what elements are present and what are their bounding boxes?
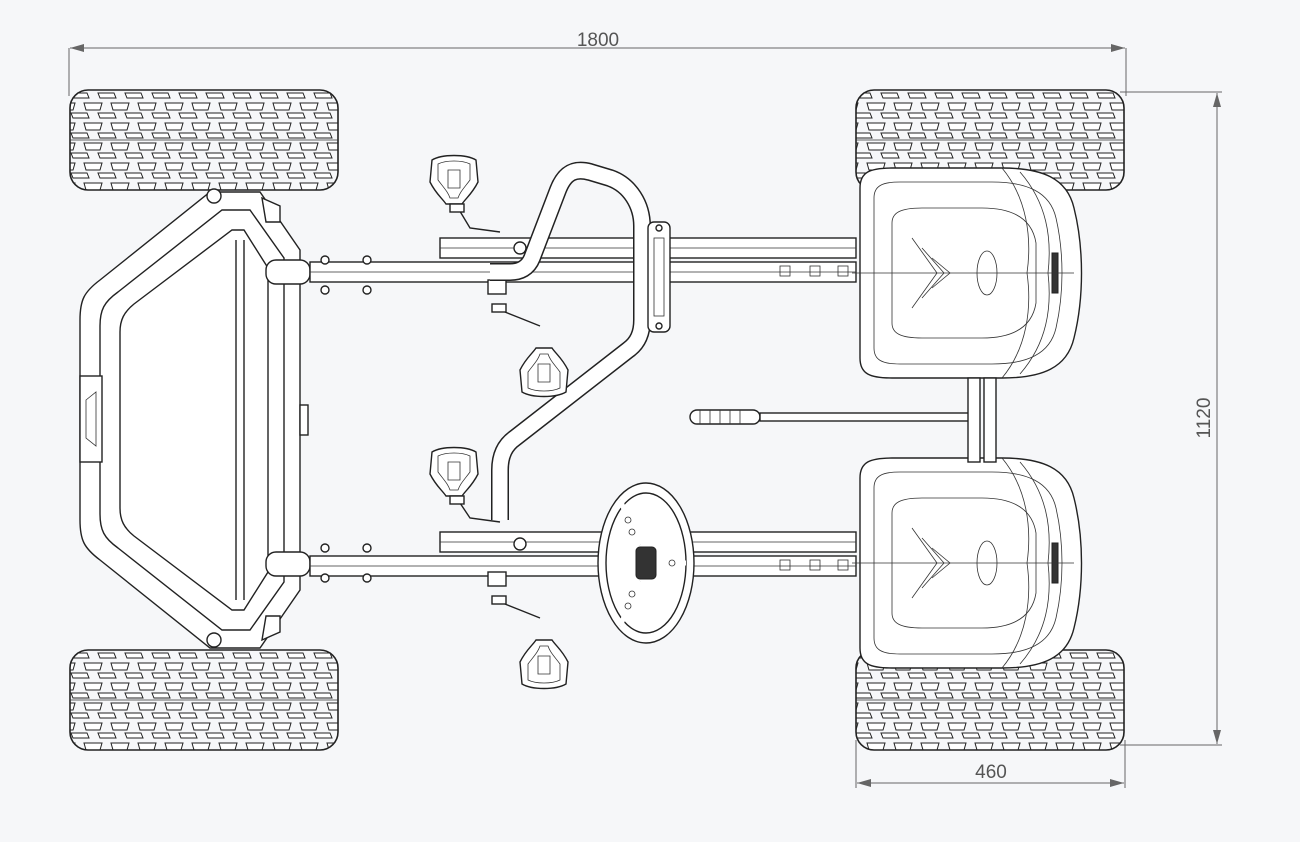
dimension-length-label: 1800 (577, 30, 619, 51)
wheel-front-top (69, 89, 339, 191)
seat-top (851, 167, 1083, 379)
dimension-overall-width: 1120 (1120, 91, 1222, 746)
pedal-bottom-right (491, 595, 569, 690)
front-bumper-frame (79, 188, 309, 649)
dimension-depth-label: 460 (975, 762, 1007, 783)
wheel-front-bottom (69, 649, 339, 751)
pedal-bottom-left (429, 446, 501, 523)
hand-brake-lever (689, 377, 997, 463)
dimension-seat-depth: 460 (855, 740, 1126, 788)
dimension-width-label: 1120 (1194, 398, 1215, 439)
pedal-top-left (429, 154, 501, 233)
steering-tube (490, 161, 671, 520)
steering-wheel (597, 482, 695, 644)
dimension-overall-length: 1800 (68, 30, 1127, 96)
seat-bottom (851, 457, 1083, 669)
pedal-top-right (491, 303, 569, 398)
